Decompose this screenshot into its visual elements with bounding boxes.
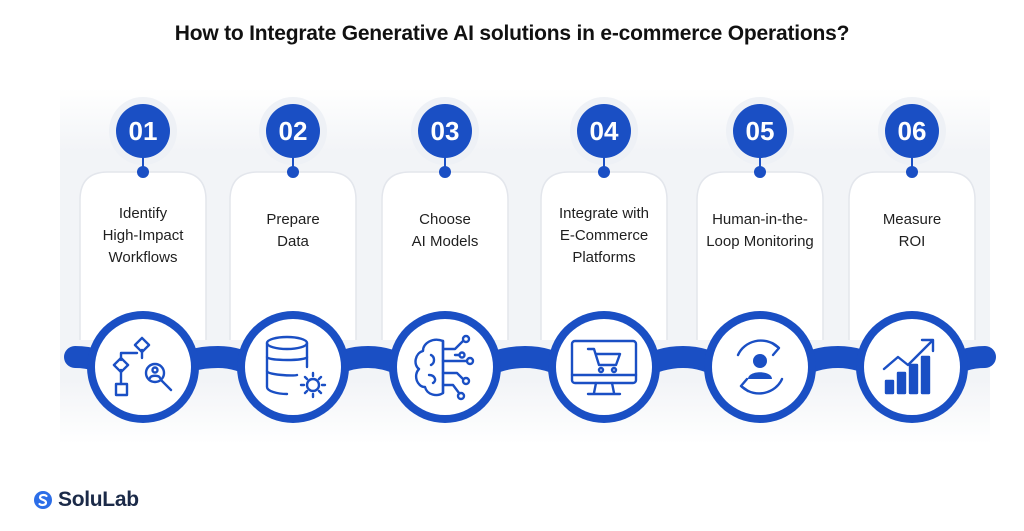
step-label-line: Choose (419, 211, 471, 228)
step-badge-dot-04 (598, 166, 610, 178)
step-number-badge-03 (418, 104, 472, 158)
step-number-badge-02 (266, 104, 320, 158)
step-number-badge-04 (577, 104, 631, 158)
step-icon-circle-03 (397, 319, 493, 415)
background-band (60, 88, 990, 444)
ai-brain-circuit-icon (414, 334, 475, 401)
step-label-line: Measure (882, 211, 942, 228)
growth-chart-icon (882, 338, 935, 395)
step-label-05: Human-in-the- Loop Monitoring (692, 209, 828, 253)
step-icon-circle-02 (245, 319, 341, 415)
step-label-line: E-Commerce (559, 227, 649, 244)
step-number-text: 01 (129, 116, 158, 146)
step-number-badge-05 (733, 104, 787, 158)
step-label-line: Workflows (108, 249, 178, 266)
database-gear-icon (265, 335, 327, 399)
step-number-badge-01 (116, 104, 170, 158)
step-number-text: 04 (590, 116, 619, 146)
step-badge-dot-01 (137, 166, 149, 178)
brand-logo: SoluLab (33, 488, 139, 512)
solulab-logo-icon (34, 491, 52, 509)
step-label-line: Platforms (572, 249, 636, 266)
user-cycle-icon (736, 339, 784, 395)
step-icon-circle-01 (95, 319, 191, 415)
step-number-text: 02 (279, 116, 308, 146)
step-badge-dot-03 (439, 166, 451, 178)
step-number-text: 06 (898, 116, 927, 146)
page-title: How to Integrate Generative AI solutions… (174, 22, 850, 45)
step-label-line: Data (277, 233, 309, 250)
step-label-line: High-Impact (102, 227, 184, 244)
brand-name: SoluLab (58, 488, 139, 511)
workflow-search-icon (112, 336, 173, 397)
step-badge-dot-06 (906, 166, 918, 178)
step-label-line: Prepare (266, 211, 320, 228)
step-number-text: 03 (431, 116, 460, 146)
step-label-line: ROI (898, 233, 926, 250)
step-label-03: Choose AI Models (377, 209, 513, 253)
step-number-text: 05 (746, 116, 775, 146)
step-number-badge-06 (885, 104, 939, 158)
step-label-line: Identify (118, 205, 168, 222)
wave-connector (64, 345, 996, 389)
step-icon-circle-04 (556, 319, 652, 415)
shopping-cart-monitor-icon (570, 339, 638, 396)
step-label-line: Integrate with (558, 205, 650, 222)
step-label-line: Loop Monitoring (706, 233, 814, 250)
step-badge-dot-02 (287, 166, 299, 178)
step-label-line: AI Models (411, 233, 479, 250)
step-badge-dot-05 (754, 166, 766, 178)
step-label-line: Human-in-the- (712, 211, 808, 228)
